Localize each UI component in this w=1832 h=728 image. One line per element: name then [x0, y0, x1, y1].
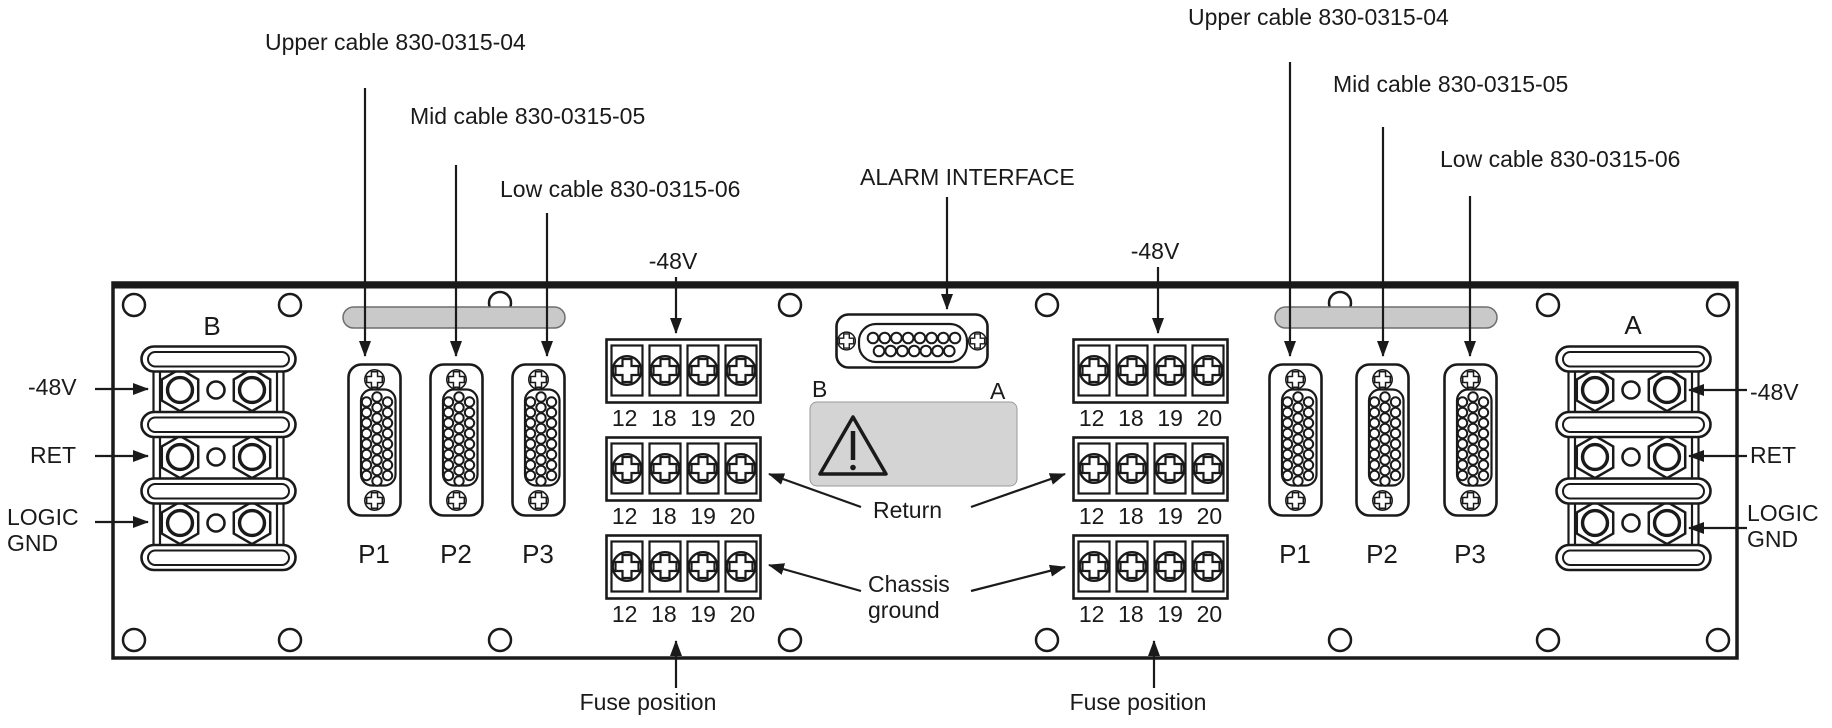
fuse-numbers-right-2: 12 18 19 20	[1072, 503, 1229, 530]
connector-p2-right	[1357, 365, 1409, 516]
arrow-chassis-left	[768, 563, 862, 593]
mid-cable-label-right: Mid cable 830-0315-05	[1333, 71, 1569, 97]
fuse-strip-left-chassis	[607, 536, 761, 599]
warning-box	[809, 401, 1018, 487]
annotation-arrows	[95, 62, 1747, 688]
mounting-hole	[777, 627, 803, 653]
fuse-number: 19	[1157, 405, 1183, 431]
p1-label-left: P1	[358, 539, 390, 569]
fuse-number: 12	[1078, 601, 1105, 627]
mounting-hole	[1535, 292, 1561, 318]
fuse-number: 20	[729, 601, 756, 627]
b-neg48v-label: -48V	[28, 374, 77, 400]
fuse-number: 12	[1078, 503, 1105, 529]
fuse-number: 19	[1157, 503, 1183, 529]
fuse-number: 18	[1118, 601, 1144, 627]
warning-b-label: B	[812, 376, 828, 402]
mounting-hole	[777, 292, 803, 318]
fuse-strip-left-return	[607, 438, 761, 501]
mounting-hole	[1535, 627, 1561, 653]
b-logic-gnd-label: LOGIC GND	[7, 504, 79, 556]
fuse-number: 18	[651, 601, 677, 627]
fuse-number: 12	[611, 601, 638, 627]
p2-label-right: P2	[1366, 539, 1398, 569]
warning-triangle-icon	[818, 415, 888, 476]
mounting-hole	[277, 292, 303, 318]
arrow-chassis-right	[970, 564, 1066, 593]
mounting-hole	[1034, 292, 1060, 318]
fuse-numbers-right-1: 12 18 19 20	[1072, 405, 1229, 432]
cable-tie-bar-right	[1274, 306, 1498, 329]
p3-label-right: P3	[1454, 539, 1486, 569]
warning-a-label: A	[990, 378, 1006, 404]
fuse-position-label-left: Fuse position	[579, 689, 717, 715]
fuse-strip-left-48v	[607, 340, 761, 403]
fuse-number: 20	[729, 405, 756, 431]
connector-p2-left	[431, 365, 483, 516]
arrow-return-left	[768, 472, 862, 509]
fuse-number: 20	[1196, 503, 1223, 529]
fuse-numbers-right-3: 12 18 19 20	[1072, 601, 1229, 628]
fuse-number: 20	[1196, 601, 1223, 627]
b-ret-label: RET	[30, 442, 76, 468]
fuse-number: 18	[651, 405, 677, 431]
a-neg48v-label: -48V	[1750, 379, 1799, 405]
a-ret-label: RET	[1750, 442, 1796, 468]
mounting-hole	[1705, 292, 1731, 318]
cable-tie-bar-left	[342, 306, 566, 329]
mounting-hole	[121, 627, 147, 653]
fuse-numbers-left-1: 12 18 19 20	[605, 405, 762, 432]
fuse-position-label-right: Fuse position	[1069, 689, 1207, 715]
fuse-numbers-left-2: 12 18 19 20	[605, 503, 762, 530]
fuse-number: 12	[611, 503, 638, 529]
connector-p1-left	[349, 365, 401, 516]
p1-label-right: P1	[1279, 539, 1311, 569]
neg48v-top-label-left: -48V	[648, 248, 698, 274]
fuse-number: 18	[1118, 503, 1144, 529]
mounting-hole	[487, 627, 513, 653]
block-a-label: A	[1624, 310, 1642, 340]
arrow-return-right	[970, 472, 1066, 509]
mounting-hole	[1705, 627, 1731, 653]
mounting-hole	[121, 292, 147, 318]
fuse-number: 20	[1196, 405, 1223, 431]
fuse-number: 12	[611, 405, 638, 431]
connector-p3-right	[1445, 365, 1497, 516]
upper-cable-label-right: Upper cable 830-0315-04	[1188, 4, 1449, 30]
mounting-hole	[277, 627, 303, 653]
fuse-strip-right-chassis	[1074, 536, 1228, 599]
mounting-hole	[1034, 627, 1060, 653]
fuse-number: 18	[651, 503, 677, 529]
p3-label-left: P3	[522, 539, 554, 569]
fuse-number: 19	[690, 405, 716, 431]
fuse-number: 18	[1118, 405, 1144, 431]
low-cable-label-right: Low cable 830-0315-06	[1440, 146, 1681, 172]
chassis-ground-label: Chassis ground	[868, 571, 950, 623]
low-cable-label-left: Low cable 830-0315-06	[500, 176, 741, 202]
fuse-strip-right-return	[1074, 438, 1228, 501]
a-logic-gnd-label: LOGIC GND	[1747, 500, 1819, 552]
mounting-hole	[1327, 627, 1353, 653]
mid-cable-label-left: Mid cable 830-0315-05	[410, 103, 646, 129]
fuse-number: 19	[690, 601, 716, 627]
fuse-number: 12	[1078, 405, 1105, 431]
fuse-number: 20	[729, 503, 756, 529]
upper-cable-label-left: Upper cable 830-0315-04	[265, 29, 526, 55]
alarm-interface-label: ALARM INTERFACE	[860, 164, 1075, 190]
alarm-interface-connector	[837, 315, 988, 368]
return-label: Return	[873, 497, 943, 523]
fuse-number: 19	[690, 503, 716, 529]
fuse-strip-right-48v	[1074, 340, 1228, 403]
block-b-label: B	[203, 311, 221, 341]
neg48v-top-label-right: -48V	[1130, 238, 1180, 264]
fuse-numbers-left-3: 12 18 19 20	[605, 601, 762, 628]
connector-p3-left	[513, 365, 565, 516]
connector-p1-right	[1270, 365, 1322, 516]
p2-label-left: P2	[440, 539, 472, 569]
fuse-number: 19	[1157, 601, 1183, 627]
